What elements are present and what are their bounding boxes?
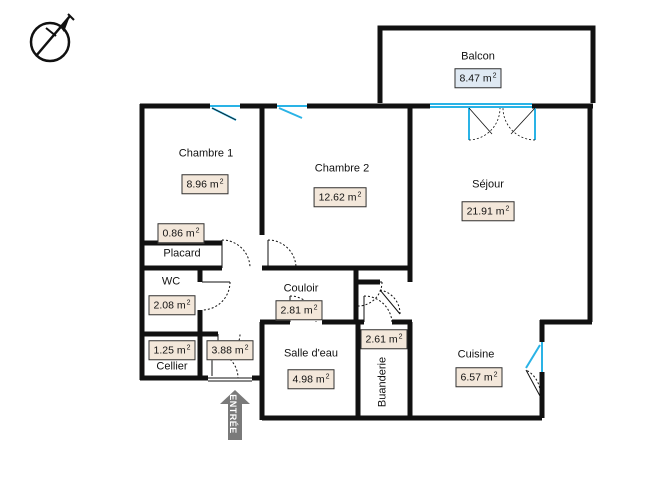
entrance-label: ENTRÉE: [228, 394, 238, 434]
area-tag-placard: 0.86 m2: [157, 223, 205, 243]
area-tag-chambre-2: 12.62 m2: [313, 187, 367, 207]
area-tag-salle-d-eau: 4.98 m2: [287, 369, 335, 389]
compass-icon: [29, 13, 75, 63]
balcony-walls: [377, 25, 596, 103]
area-tag-entree: 3.88 m2: [206, 340, 254, 360]
room-name-sejour: Séjour: [472, 178, 504, 191]
area-tag-buanderie: 2.61 m2: [360, 329, 408, 349]
windows: [210, 103, 544, 372]
area-tag-cuisine: 6.57 m2: [455, 367, 503, 387]
area-tag-couloir: 2.81 m2: [275, 300, 323, 320]
window-swings: [211, 107, 541, 369]
room-name-cuisine: Cuisine: [457, 348, 495, 361]
room-name-chambre-2: Chambre 2: [314, 162, 370, 175]
room-name-chambre-1: Chambre 1: [178, 147, 234, 160]
room-name-couloir: Couloir: [283, 282, 319, 295]
room-name-balcon: Balcon: [461, 50, 495, 63]
room-name-buanderie: Buanderie: [376, 356, 389, 408]
interior-walls: [142, 104, 413, 421]
room-name-cellier: Cellier: [156, 360, 188, 373]
room-name-placard: Placard: [163, 247, 201, 260]
area-tag-balcon: 8.47 m2: [454, 68, 502, 88]
area-tag-cellier: 1.25 m2: [148, 340, 196, 360]
entrance-arrow-icon: [220, 390, 250, 440]
room-name-salle-d-eau: Salle d'eau: [283, 347, 339, 360]
area-tag-sejour: 21.91 m2: [461, 201, 515, 221]
area-tag-wc: 2.08 m2: [148, 295, 196, 315]
area-tag-chambre-1: 8.96 m2: [181, 174, 229, 194]
room-name-wc: WC: [161, 275, 181, 288]
